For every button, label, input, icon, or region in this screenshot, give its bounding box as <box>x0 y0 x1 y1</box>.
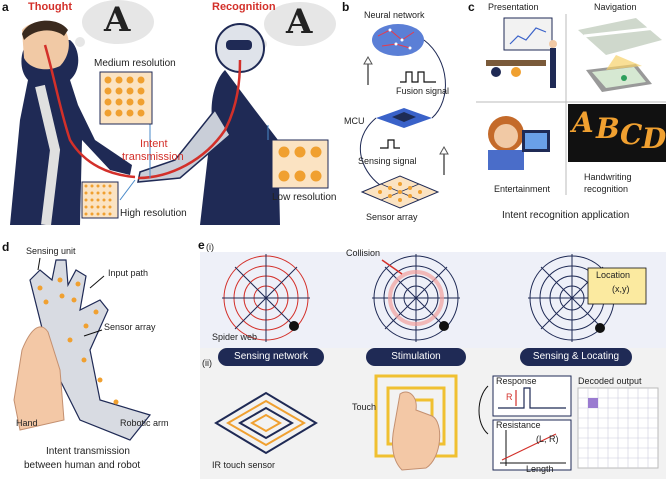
resistance-label: Resistance <box>496 420 541 430</box>
letter-a: A <box>572 106 594 139</box>
sensing-unit-label: Sensing unit <box>26 246 76 256</box>
handwriting-letters: A B C D <box>570 104 666 160</box>
sensor-array-label: Sensor array <box>366 212 418 222</box>
pill-sensing-network: Sensing network <box>218 348 324 366</box>
spider-web-label: Spider web <box>212 332 258 342</box>
panel-b: b Neural network Fusion signal MCU <box>340 0 466 225</box>
location-xy-label: (x,y) <box>612 284 630 294</box>
pill-stimulation: Stimulation <box>366 348 466 366</box>
fusion-signal-label: Fusion signal <box>396 86 450 96</box>
panel-c: c Presentation Navigation A B C D Entert… <box>466 0 666 225</box>
recognition-label: Recognition <box>212 1 276 13</box>
robotic-arm-label: Robotic arm <box>120 418 169 428</box>
panel-e-illustration <box>200 252 666 479</box>
panel-a-label: a <box>2 0 9 14</box>
low-resolution-label: Low resolution <box>272 192 337 203</box>
presentation-label: Presentation <box>488 2 539 12</box>
pill-sensing-locating: Sensing & Locating <box>520 348 632 366</box>
sensor-array-label-d: Sensor array <box>104 322 156 332</box>
letter-c: C <box>620 118 643 151</box>
intent-label-2: transmission <box>122 151 184 163</box>
neural-network-label: Neural network <box>364 10 425 20</box>
thought-letter: A <box>104 0 131 40</box>
collision-label: Collision <box>346 248 381 258</box>
panel-a-illustration <box>10 0 336 225</box>
hand-label: Hand <box>16 418 38 428</box>
lr-label: (L, R) <box>536 434 559 444</box>
recognition-letter: A <box>286 2 313 42</box>
entertainment-label: Entertainment <box>494 184 551 194</box>
panel-e-label: e <box>198 238 205 252</box>
panel-e: e (i) <box>196 238 666 479</box>
panel-a: a Thought Recognition A A Medium resolut… <box>0 0 340 225</box>
thought-label: Thought <box>28 1 72 13</box>
panel-d-illustration <box>13 257 152 441</box>
panel-c-label: c <box>468 0 475 14</box>
panel-b-illustration <box>359 24 449 209</box>
panel-c-illustration <box>476 14 666 195</box>
ir-touch-sensor-label: IR touch sensor <box>212 460 276 470</box>
decoded-output-label: Decoded output <box>578 376 642 386</box>
intent-label-1: Intent <box>140 138 168 150</box>
touch-label: Touch <box>352 402 377 412</box>
handwriting-label-1: Handwriting <box>584 172 632 182</box>
panel-d-caption-1: Intent transmission <box>46 446 130 457</box>
navigation-label: Navigation <box>594 2 637 12</box>
panel-b-label: b <box>342 0 350 14</box>
handwriting-label-2: recognition <box>584 184 629 194</box>
response-label: Response <box>496 376 537 386</box>
medium-resolution-label: Medium resolution <box>94 58 176 69</box>
input-path-label: Input path <box>108 268 149 278</box>
panel-d-caption-2: between human and robot <box>24 460 141 471</box>
letter-d: D <box>642 122 666 155</box>
row1-tag: (i) <box>206 242 214 252</box>
mcu-label: MCU <box>344 116 365 126</box>
high-resolution-label: High resolution <box>120 208 187 219</box>
length-label: Length <box>526 464 554 474</box>
panel-d: d Sensing unit Input path Sensor array H… <box>0 240 196 479</box>
letter-b: B <box>596 112 620 145</box>
r-label: R <box>506 392 513 402</box>
location-label: Location <box>596 270 631 280</box>
row2-tag: (ii) <box>202 358 212 368</box>
intent-recognition-caption: Intent recognition application <box>502 210 630 221</box>
panel-d-label: d <box>2 240 10 254</box>
sensing-signal-label: Sensing signal <box>358 156 417 166</box>
